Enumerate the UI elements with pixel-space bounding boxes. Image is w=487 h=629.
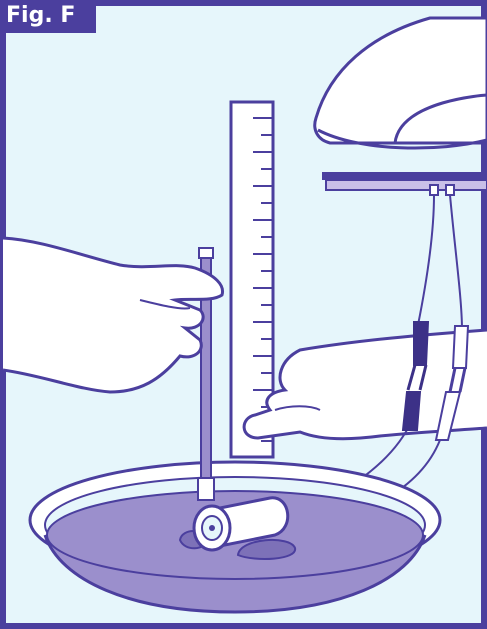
- shelf: [322, 172, 487, 190]
- figure-label: Fig. F: [0, 0, 96, 33]
